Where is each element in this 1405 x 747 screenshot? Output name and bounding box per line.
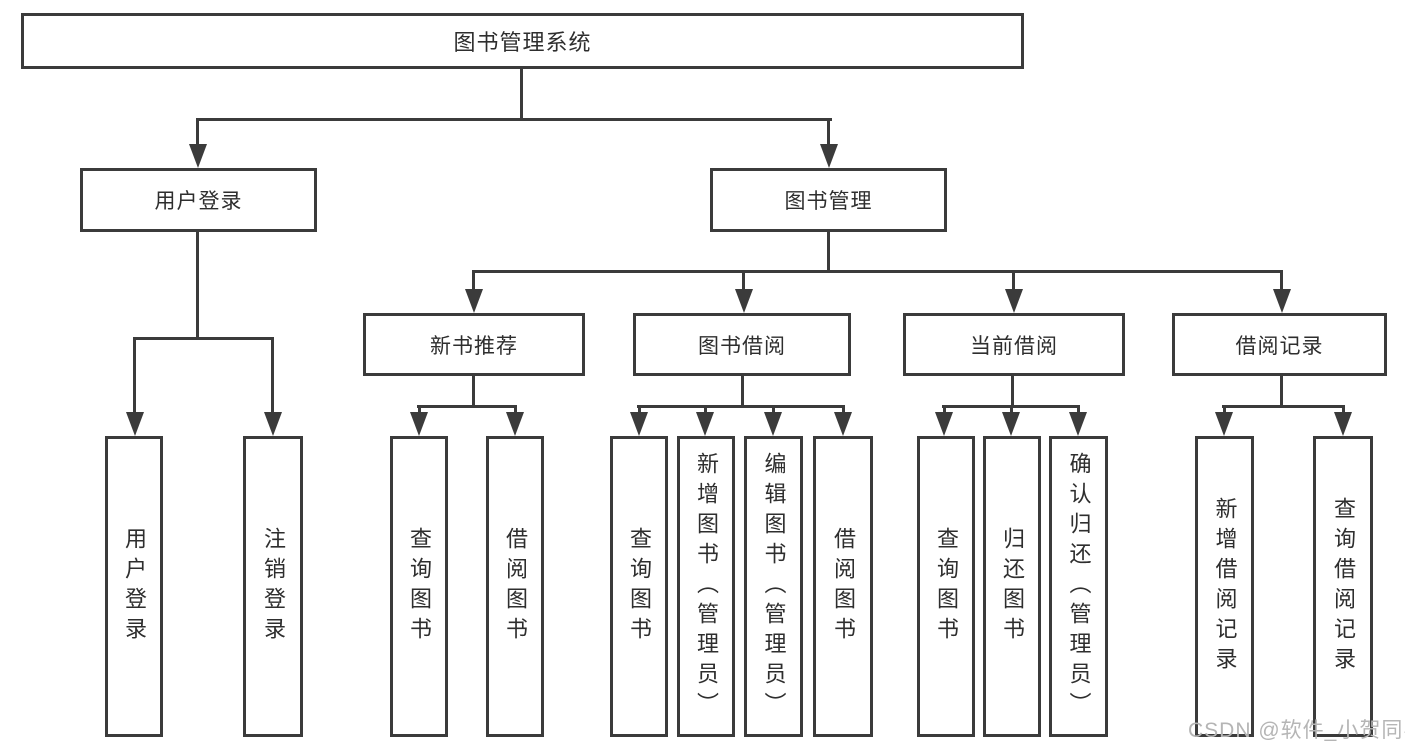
- leaf-add-borrow-record: 新增借阅记录: [1195, 436, 1254, 737]
- leaf-borrow-book: 借阅图书: [813, 436, 873, 737]
- leaf-logout-label: 注销登录: [261, 526, 286, 647]
- connector-line: [514, 405, 517, 415]
- csdn-watermark: CSDN @软件_小贺同学: [1188, 719, 1405, 742]
- leaf-logout: 注销登录: [243, 436, 303, 737]
- connector-line: [827, 232, 830, 273]
- leaf-add-borrow-record-label: 新增借阅记录: [1212, 496, 1238, 677]
- node-new-book-recommend: 新书推荐: [363, 313, 585, 376]
- leaf-current-query-book-label: 查询图书: [934, 526, 959, 647]
- arrow-down-icon: [735, 289, 753, 313]
- leaf-add-book-admin: 新增图书（管理员）: [677, 436, 735, 737]
- arrow-down-icon: [126, 412, 144, 436]
- connector-line: [418, 405, 421, 415]
- arrow-down-icon: [189, 144, 207, 168]
- leaf-recommend-borrow-book: 借阅图书: [486, 436, 544, 737]
- connector-line: [271, 337, 274, 414]
- connector-line: [704, 405, 707, 415]
- node-user-login-label: 用户登录: [154, 190, 243, 213]
- connector-line: [742, 270, 745, 291]
- node-borrow-records: 借阅记录: [1172, 313, 1387, 376]
- arrow-down-icon: [820, 144, 838, 168]
- arrow-down-icon: [1334, 412, 1352, 436]
- node-book-borrow-label: 图书借阅: [698, 334, 786, 358]
- node-user-login: 用户登录: [80, 168, 317, 232]
- leaf-query-borrow-record-label: 查询借阅记录: [1331, 496, 1356, 677]
- connector-line: [1280, 270, 1283, 291]
- arrow-down-icon: [1002, 412, 1020, 436]
- leaf-edit-book-admin-label: 编辑图书（管理员）: [761, 451, 787, 722]
- leaf-recommend-query-book: 查询图书: [390, 436, 448, 737]
- connector-line: [196, 118, 199, 146]
- connector-line: [472, 376, 475, 407]
- arrow-down-icon: [1005, 289, 1023, 313]
- leaf-current-query-book: 查询图书: [917, 436, 975, 737]
- connector-line: [417, 405, 517, 408]
- arrow-down-icon: [465, 289, 483, 313]
- connector-line: [472, 270, 475, 291]
- connector-line: [472, 270, 1282, 273]
- arrow-down-icon: [506, 412, 524, 436]
- connector-line: [943, 405, 946, 415]
- connector-line: [842, 405, 845, 415]
- leaf-confirm-return-admin: 确认归还（管理员）: [1049, 436, 1108, 737]
- arrow-down-icon: [264, 412, 282, 436]
- leaf-recommend-borrow-book-label: 借阅图书: [503, 526, 528, 647]
- connector-line: [827, 118, 830, 146]
- node-root: 图书管理系统: [21, 13, 1024, 69]
- node-borrow-records-label: 借阅记录: [1235, 334, 1324, 358]
- connector-line: [1280, 376, 1283, 407]
- leaf-user-login-label: 用户登录: [122, 526, 147, 647]
- arrow-down-icon: [1215, 412, 1233, 436]
- arrow-down-icon: [834, 412, 852, 436]
- leaf-add-book-admin-label: 新增图书（管理员）: [694, 451, 719, 722]
- leaf-borrow-book-label: 借阅图书: [831, 526, 856, 647]
- node-new-book-recommend-label: 新书推荐: [430, 334, 518, 358]
- connector-line: [520, 69, 523, 121]
- leaf-borrow-query-book: 查询图书: [610, 436, 668, 737]
- leaf-query-borrow-record: 查询借阅记录: [1313, 436, 1373, 737]
- connector-line: [196, 232, 199, 340]
- connector-line: [741, 376, 744, 407]
- node-current-borrow: 当前借阅: [903, 313, 1125, 376]
- arrow-down-icon: [1069, 412, 1087, 436]
- connector-line: [1223, 405, 1226, 415]
- connector-line: [1010, 405, 1013, 415]
- node-book-management: 图书管理: [710, 168, 947, 232]
- node-book-management-label: 图书管理: [784, 190, 873, 213]
- leaf-borrow-query-book-label: 查询图书: [627, 526, 652, 647]
- leaf-confirm-return-admin-label: 确认归还（管理员）: [1066, 451, 1092, 722]
- leaf-edit-book-admin: 编辑图书（管理员）: [744, 436, 803, 737]
- connector-line: [1222, 405, 1345, 408]
- connector-line: [1011, 376, 1014, 407]
- connector-line: [133, 337, 274, 340]
- connector-line: [133, 337, 136, 414]
- node-current-borrow-label: 当前借阅: [970, 334, 1058, 358]
- leaf-return-book-label: 归还图书: [1000, 526, 1025, 647]
- node-book-borrow: 图书借阅: [633, 313, 851, 376]
- connector-line: [1077, 405, 1080, 415]
- leaf-user-login: 用户登录: [105, 436, 163, 737]
- node-root-label: 图书管理系统: [453, 30, 592, 55]
- connector-line: [638, 405, 641, 415]
- connector-line: [637, 405, 845, 408]
- leaf-recommend-query-book-label: 查询图书: [407, 526, 432, 647]
- arrow-down-icon: [410, 412, 428, 436]
- connector-line: [1342, 405, 1345, 415]
- arrow-down-icon: [630, 412, 648, 436]
- leaf-return-book: 归还图书: [983, 436, 1041, 737]
- arrow-down-icon: [935, 412, 953, 436]
- connector-line: [196, 118, 832, 121]
- connector-line: [1012, 270, 1015, 291]
- arrow-down-icon: [764, 412, 782, 436]
- arrow-down-icon: [696, 412, 714, 436]
- arrow-down-icon: [1273, 289, 1291, 313]
- connector-line: [772, 405, 775, 415]
